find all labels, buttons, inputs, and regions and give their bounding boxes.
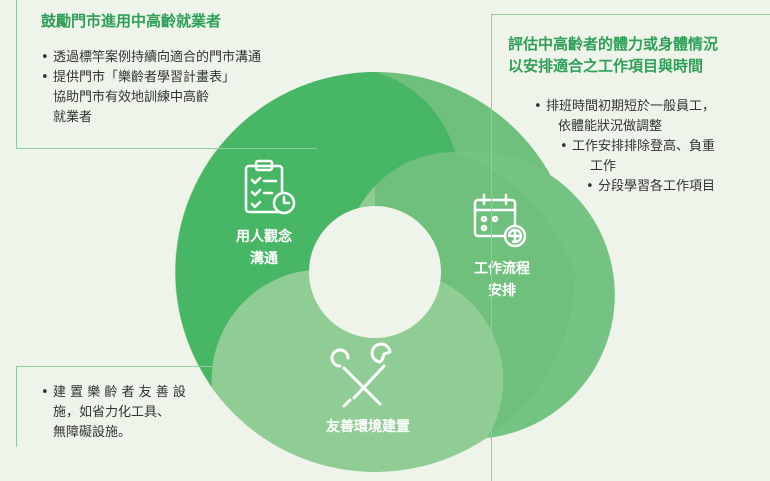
panel-assess-list: •排班時間初期短於一般員工， 依體能狀況做調整 •工作安排排除登高、負重 工作 … (492, 97, 770, 197)
list-item-text: 提供門市「樂齡者學習計畫表」 (53, 70, 236, 85)
list-item-text: 排班時間初期短於一般員工， (546, 99, 716, 114)
segment-communication-line1: 用人觀念 (236, 229, 292, 245)
panel-friendly-list: •建 置 樂 齡 者 友 善 設 施，如省力化工具、 無障礙設施。 (41, 383, 223, 443)
list-item-continuation: 協助門市有效地訓練中高齡 (53, 90, 210, 105)
list-item: •工作安排排除登高、負重 (560, 139, 716, 154)
list-item-continuation: 無障礙設施。 (53, 425, 132, 440)
list-item: •排班時間初期短於一般員工， (534, 99, 716, 114)
segment-label-friendly: 友善環境建置 (313, 416, 423, 438)
clipboard-clock-icon (244, 159, 296, 215)
panel-recruit-list: •透過標竿案例持續向適合的門市溝通 •提供門市「樂齡者學習計畫表」 協助門市有效… (41, 48, 313, 128)
list-item-continuation: 就業者 (53, 110, 93, 125)
panel-recruit-seniors: 鼓勵門市進用中高齡就業者 •透過標竿案例持續向適合的門市溝通 •提供門市「樂齡者… (16, 0, 317, 149)
panel-assess-title-line1: 評估中高齡者的體力或身體情況 (508, 35, 719, 53)
list-item: •建 置 樂 齡 者 友 善 設 (41, 385, 186, 400)
list-item-text: 工作安排排除登高、負重 (572, 139, 716, 154)
segment-friendly-line1: 友善環境建置 (326, 419, 410, 435)
panel-friendly-facilities: •建 置 樂 齡 者 友 善 設 施，如省力化工具、 無障礙設施。 (16, 366, 227, 447)
segment-workflow-line1: 工作流程 (474, 261, 530, 277)
segment-workflow-line2: 安排 (488, 283, 516, 299)
segment-label-communication: 用人觀念 溝通 (228, 226, 300, 270)
ring-segment-communication (175, 72, 456, 387)
list-item: •提供門市「樂齡者學習計畫表」 (41, 70, 236, 85)
segment-communication-line2: 溝通 (250, 251, 278, 267)
list-item-text: 建 置 樂 齡 者 友 善 設 (53, 385, 186, 400)
panel-assess-ability: 評估中高齡者的體力或身體情況 以安排適合之工作項目與時間 •排班時間初期短於一般… (491, 14, 770, 481)
list-item-continuation: 施，如省力化工具、 (53, 405, 171, 420)
calendar-refresh-icon (473, 193, 527, 248)
list-item-continuation: 依體能狀況做調整 (558, 119, 663, 134)
list-item-continuation: 工作 (590, 159, 617, 174)
ring-center (309, 206, 441, 338)
panel-assess-title-line2: 以安排適合之工作項目與時間 (508, 57, 704, 75)
panel-assess-title: 評估中高齡者的體力或身體情況 以安排適合之工作項目與時間 (508, 33, 758, 77)
tools-icon (330, 342, 392, 408)
segment-label-workflow: 工作流程 安排 (462, 258, 542, 302)
list-item-text: 透過標竿案例持續向適合的門市溝通 (53, 50, 262, 65)
list-item: •透過標竿案例持續向適合的門市溝通 (41, 50, 262, 65)
panel-recruit-title: 鼓勵門市進用中高齡就業者 (41, 12, 222, 30)
list-item-text: 分段學習各工作項目 (598, 179, 716, 194)
ring-segment-workflow-overlay (455, 151, 615, 438)
list-item: •分段學習各工作項目 (586, 179, 716, 194)
